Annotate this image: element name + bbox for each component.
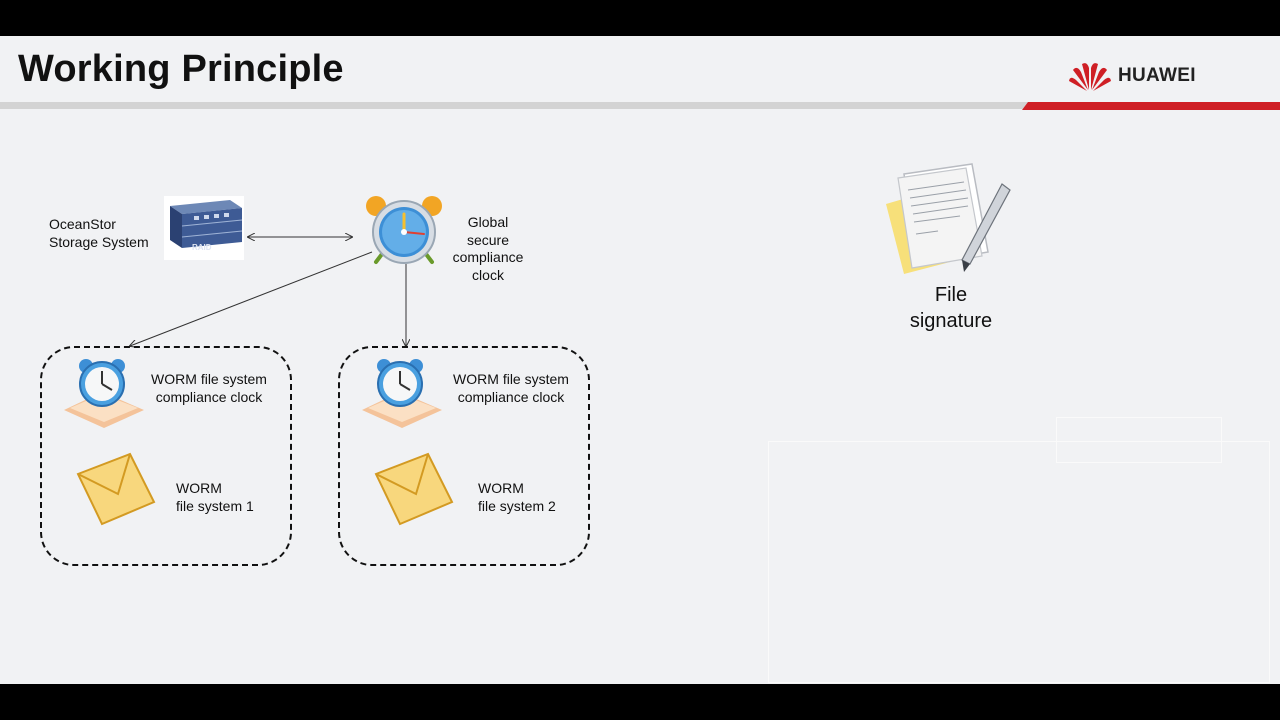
slide: Working Principle HUAWEI xyxy=(0,36,1280,684)
global-clock-label-line4: clock xyxy=(472,266,504,283)
worm-clock-label-2-line2: compliance clock xyxy=(457,388,565,405)
worm-group-1 xyxy=(40,346,292,566)
worm-clock-label-2: WORM file system compliance clock xyxy=(440,371,582,406)
header-accent-bar xyxy=(1022,102,1280,110)
worm-clock-label-1-line2: compliance clock xyxy=(155,388,263,405)
brand-name: HUAWEI xyxy=(1118,65,1196,86)
placeholder-box-large xyxy=(768,441,1270,683)
worm-envelope-icon-2 xyxy=(374,452,454,526)
worm-fs-label-2-line1: WORM xyxy=(478,480,524,496)
worm-clock-label-2-line1: WORM file system xyxy=(453,371,569,387)
storage-label: OceanStor Storage System xyxy=(49,216,149,251)
placeholder-box-small xyxy=(1056,417,1222,463)
clock-to-group1-arrow xyxy=(130,251,373,346)
worm-fs-label-1: WORM file system 1 xyxy=(176,480,254,515)
worm-clock-icon-2 xyxy=(362,359,442,428)
global-clock-icon xyxy=(366,196,442,264)
worm-envelope-icon-1 xyxy=(76,452,156,526)
global-clock-label-line2: secure xyxy=(466,231,510,248)
header-divider xyxy=(0,102,1280,109)
worm-fs-label-2-line2: file system 2 xyxy=(478,497,556,514)
worm-clock-label-1-line1: WORM file system xyxy=(151,371,267,387)
worm-group-2 xyxy=(338,346,590,566)
worm-fs-label-1-line1: WORM xyxy=(176,480,222,496)
storage-array-icon: RAID xyxy=(164,196,244,260)
slide-title: Working Principle xyxy=(18,48,344,90)
worm-fs-label-2: WORM file system 2 xyxy=(478,480,556,515)
worm-clock-label-1: WORM file system compliance clock xyxy=(138,371,280,406)
raid-tag: RAID xyxy=(192,243,212,252)
storage-label-line1: OceanStor xyxy=(49,216,116,232)
storage-label-line2: Storage System xyxy=(49,233,149,250)
global-clock-label-line1: Global xyxy=(467,214,509,230)
worm-clock-icon-1 xyxy=(64,359,144,428)
file-signature-icon xyxy=(886,163,1011,274)
global-clock-label-line3: compliance xyxy=(452,249,524,265)
file-signature-label: File signature xyxy=(892,282,1010,334)
global-clock-label: Global secure compliance clock xyxy=(440,214,536,284)
connector-lines xyxy=(0,36,1280,684)
huawei-logo: HUAWEI xyxy=(1068,60,1196,92)
huawei-flower-icon xyxy=(1069,63,1111,91)
file-signature-label-line2: signature xyxy=(909,310,993,332)
worm-fs-label-1-line2: file system 1 xyxy=(176,497,254,514)
file-signature-label-line1: File xyxy=(934,284,968,306)
